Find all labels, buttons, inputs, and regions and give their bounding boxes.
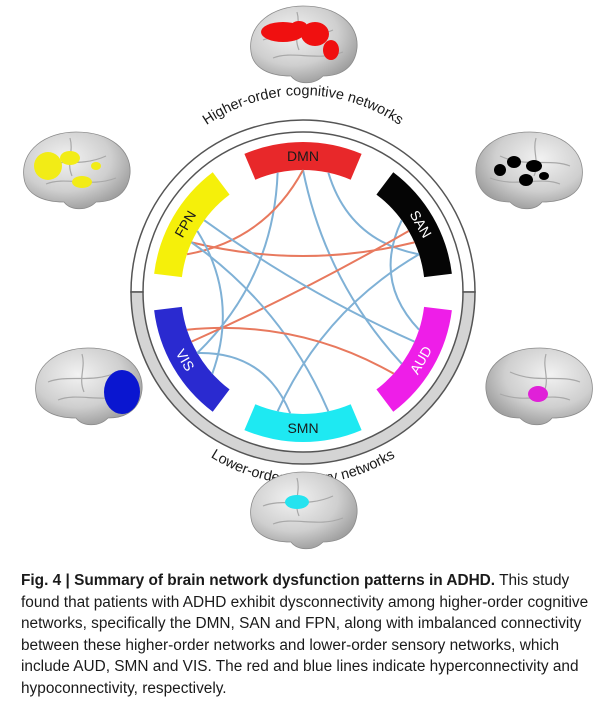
brain-thumbnails: [23, 5, 593, 550]
connection-lines: [186, 169, 420, 414]
segment-aud: [376, 306, 452, 412]
figure-caption: Fig. 4 | Summary of brain network dysfun…: [21, 570, 591, 699]
segment-san: [376, 172, 452, 278]
brain-aud-image: [485, 347, 593, 426]
segment-smn: [244, 404, 362, 442]
brain-smn-image: [250, 471, 358, 550]
brain-fpn-image: [23, 131, 131, 210]
connection-dmn-vis-hypo: [196, 172, 279, 354]
segment-dmn: [244, 142, 362, 180]
network-diagram: Higher-order cognitive networks Lower-or…: [23, 5, 593, 550]
caption-body: This study found that patients with ADHD…: [21, 572, 589, 697]
brain-san-image: [475, 131, 583, 210]
connection-vis-fpn-hypo: [196, 230, 224, 374]
connection-dmn-san-hypo: [327, 172, 420, 256]
connection-san-vis-hyper: [191, 230, 410, 343]
segment-label-dmn: DMN: [287, 148, 319, 164]
connection-vis-smn-hypo: [197, 351, 292, 414]
connection-vis-aud-hyper: [186, 326, 395, 375]
segment-vis: [154, 306, 230, 412]
brain-vis-image: [35, 347, 143, 426]
connection-dmn-aud-hypo: [302, 169, 403, 365]
segment-label-smn: SMN: [287, 420, 318, 436]
connection-san-fpn-hyper: [191, 241, 415, 258]
connection-fpn-dmn-hyper: [186, 169, 304, 256]
connection-fpn-smn-hypo: [190, 241, 330, 412]
connection-san-smn-hypo: [276, 253, 420, 412]
brain-dmn-image: [250, 5, 358, 84]
caption-title: Summary of brain network dysfunction pat…: [74, 572, 496, 589]
caption-figure-label: Fig. 4 |: [21, 572, 75, 589]
connection-san-aud-hypo: [389, 219, 420, 331]
lower-order-band: [130, 291, 476, 465]
connection-fpn-aud-hypo: [203, 219, 415, 343]
segment-fpn: [154, 172, 230, 278]
